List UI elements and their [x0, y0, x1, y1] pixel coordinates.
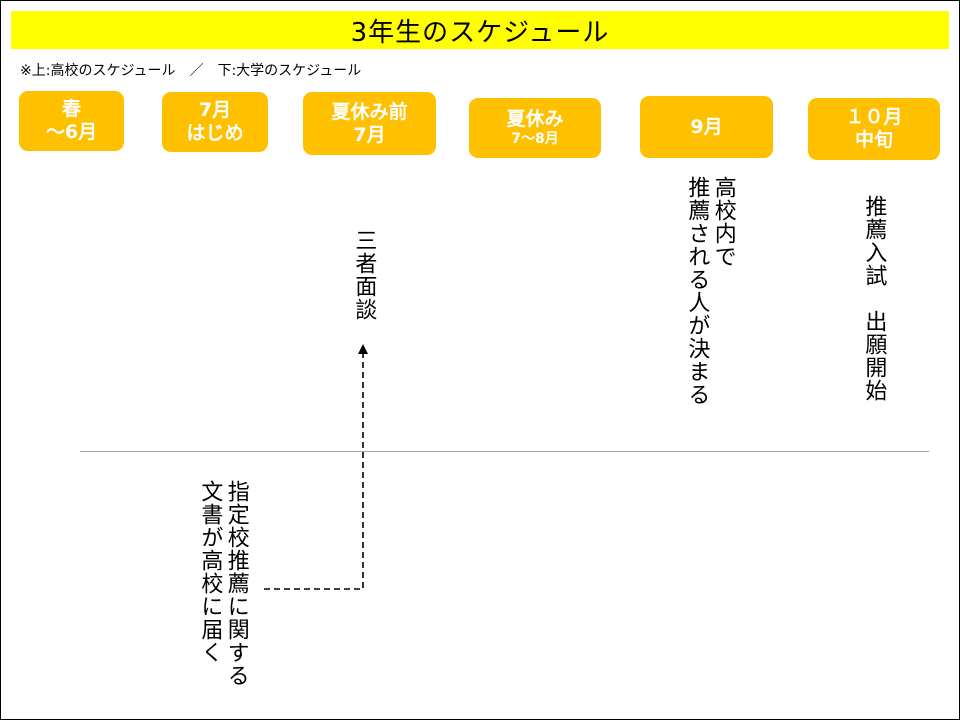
phase-mid-october: １０月 中旬 [808, 98, 940, 160]
page-title: 3年生のスケジュール [350, 17, 610, 48]
phase-september: 9月 [640, 96, 773, 158]
title-banner: 3年生のスケジュール [11, 11, 949, 49]
event-internal-selection: 高校内で 推薦される人が決まる [683, 176, 736, 426]
event-line: 指定校推薦に関する [223, 480, 249, 687]
arrowhead-icon [358, 344, 368, 354]
event-line: 文書が高校に届く [197, 480, 223, 664]
phase-early-july: 7月 はじめ [162, 92, 268, 152]
event-line: 推薦される人が決まる [684, 176, 710, 406]
phase-label-line1: 春 [61, 98, 81, 121]
section-divider [80, 451, 929, 452]
phase-label-line2: 中旬 [854, 129, 893, 151]
phase-before-summer: 夏休み前 7月 [303, 92, 436, 155]
phase-summer-break: 夏休み 7〜8月 [469, 98, 601, 158]
phase-label-line2: 7〜8月 [511, 131, 559, 147]
phase-label-line1: 9月 [690, 115, 723, 138]
phase-label-line1: 夏休み前 [331, 100, 408, 123]
event-three-party-interview: 三者面談 [351, 229, 377, 321]
phase-label-line2: はじめ [186, 122, 244, 144]
event-application-start: 推薦入試 出願開始 [861, 195, 887, 402]
event-documents-arrive: 指定校推薦に関する 文書が高校に届く [196, 480, 249, 700]
phase-spring: 春 〜6月 [19, 91, 124, 151]
phase-label-line2: 〜6月 [45, 121, 98, 143]
phase-label-line1: 7月 [198, 99, 232, 122]
event-line: 高校内で [710, 176, 736, 268]
connector-path [264, 352, 364, 590]
phase-label-line1: 夏休み [506, 108, 564, 131]
legend-note: ※上:高校のスケジュール ／ 下:大学のスケジュール [20, 63, 362, 79]
phase-label-line1: １０月 [845, 106, 903, 129]
phase-label-line2: 7月 [353, 123, 386, 146]
